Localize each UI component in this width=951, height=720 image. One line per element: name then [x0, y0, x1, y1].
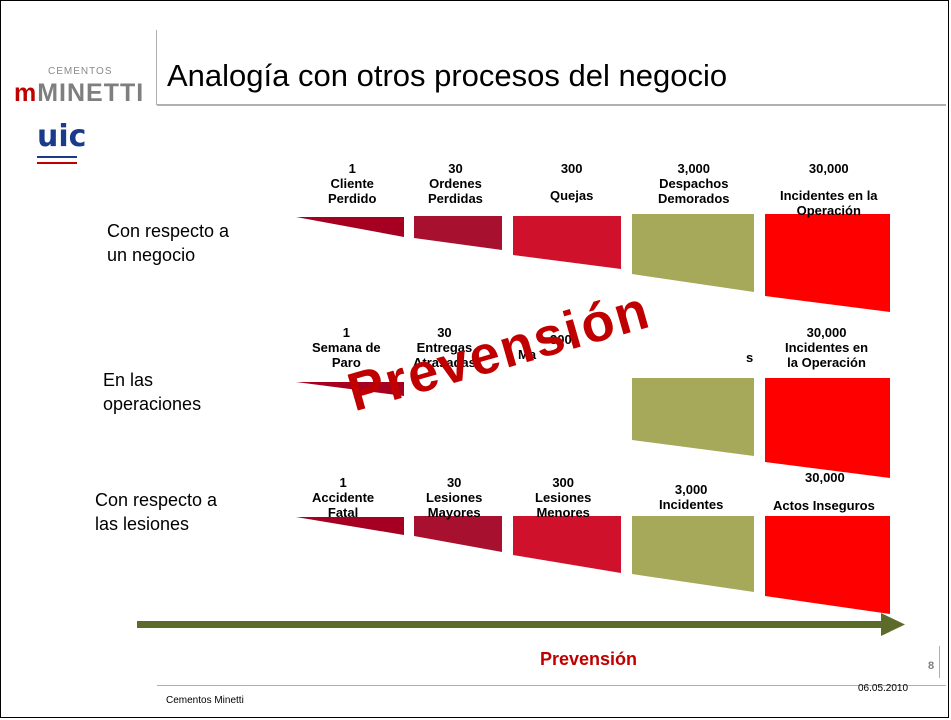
col-label-3-4: 3,000 Incidentes — [659, 482, 723, 512]
col-label-1-3: 300 Quejas — [550, 161, 593, 203]
col-value: 1 — [339, 475, 347, 490]
wedge-1 — [296, 517, 404, 535]
col-value: 30,000 — [808, 161, 849, 176]
col-label-1-5: 30,000 Incidentes en la Operación — [780, 161, 878, 218]
col-text: Menores — [536, 505, 590, 520]
row-label-line: Con respecto a — [95, 490, 218, 510]
col-label-3-2: 30 Lesiones Mayores — [426, 475, 482, 520]
col-label-2-4: s — [746, 350, 753, 365]
col-text: Incidentes — [659, 497, 724, 512]
col-label-2-5: 30,000 Incidentes en la Operación — [785, 325, 868, 370]
row-label-line: operaciones — [103, 394, 202, 414]
col-text: Lesiones — [535, 490, 592, 505]
col-label-1-1: 1 Cliente Perdido — [328, 161, 376, 206]
wedge-5 — [765, 516, 890, 614]
col-label-2-1: 1 Semana de Paro — [312, 325, 381, 370]
col-label-2-3: 300 Ma — [518, 332, 572, 362]
col-text: Perdidas — [428, 191, 483, 206]
title-rule — [157, 104, 946, 106]
col-text: Actos Inseguros — [773, 498, 875, 513]
col-text: Cliente — [330, 176, 374, 191]
page-number: 8 — [928, 660, 935, 672]
col-label-1-2: 30 Ordenes Perdidas — [428, 161, 483, 206]
row-label-negocio: Con respecto a un negocio — [107, 219, 229, 267]
col-value: 300 — [550, 332, 572, 347]
col-label-2-2: 30 Entregas Atrasadas — [413, 325, 476, 370]
footer-date: 06.05.2010 — [858, 683, 909, 694]
footer-company: Cementos Minetti — [166, 695, 244, 706]
wedge-4 — [632, 214, 754, 292]
col-text: Lesiones — [426, 490, 483, 505]
logo-minetti: mMINETTI — [14, 79, 144, 108]
row-label-line: un negocio — [107, 245, 196, 265]
col-text: Incidentes en la — [780, 188, 878, 203]
col-text: Fatal — [327, 505, 359, 520]
uic-logo-text: uic — [37, 122, 86, 154]
col-label-3-3: 300 Lesiones Menores — [535, 475, 591, 520]
col-text: Ma — [518, 347, 537, 362]
wedge-1 — [296, 217, 404, 237]
logo-minetti-mark: m — [14, 79, 38, 107]
wedge-2 — [414, 516, 502, 552]
col-text: Semana de — [312, 340, 381, 355]
col-value: 30 — [437, 325, 452, 340]
wedge-3 — [513, 216, 621, 269]
wedge-5 — [765, 378, 890, 478]
col-value: 3,000 — [677, 161, 711, 176]
col-value: 300 — [560, 161, 583, 176]
col-text: Ordenes — [429, 176, 482, 191]
col-value: 30 — [446, 475, 462, 490]
col-text: Paro — [331, 355, 361, 370]
wedge-1 — [296, 382, 404, 396]
row-label-line: las lesiones — [95, 514, 190, 534]
col-text: Quejas — [550, 188, 594, 203]
header-divider — [156, 30, 157, 105]
wedge-row-negocio — [296, 214, 890, 312]
col-text: Accidente — [312, 490, 375, 505]
wedge-4 — [632, 516, 754, 592]
prevention-arrow — [137, 613, 905, 636]
wedge-3 — [513, 516, 621, 573]
logo-cementos-text: CEMENTOS — [48, 66, 113, 77]
wedge-2 — [414, 216, 502, 250]
col-text: Despachos — [659, 176, 729, 191]
col-value: 1 — [348, 161, 356, 176]
col-text: Incidentes en — [785, 340, 869, 355]
row-label-lesiones: Con respecto a las lesiones — [95, 488, 217, 536]
col-text: Perdido — [328, 191, 377, 206]
col-text: Entregas — [416, 340, 473, 355]
col-value: 30,000 — [805, 470, 845, 485]
logo-minetti-text: MINETTI — [37, 79, 145, 107]
col-text: la Operación — [787, 355, 866, 370]
page-title: Analogía con otros procesos del negocio — [167, 58, 728, 93]
uic-logo: uic — [37, 122, 86, 164]
wedge-row-operaciones — [296, 378, 890, 478]
col-label-3-5: 30,000 Actos Inseguros — [773, 470, 875, 513]
col-text: s — [746, 350, 754, 365]
wedge-row-lesiones — [296, 516, 890, 614]
col-text: Demorados — [658, 191, 730, 206]
wedge-5 — [765, 214, 890, 312]
row-label-line: En las — [103, 370, 154, 390]
row-label-line: Con respecto a — [107, 221, 230, 241]
arrow-label: Prevensión — [540, 649, 638, 669]
col-value: 3,000 — [674, 482, 708, 497]
col-text: Atrasadas — [413, 355, 476, 370]
col-value: 1 — [342, 325, 350, 340]
page-number-bar — [939, 646, 940, 678]
col-value: 300 — [552, 475, 575, 490]
wedge-4 — [632, 378, 754, 456]
footer-rule — [157, 685, 946, 686]
row-label-operaciones: En las operaciones — [103, 368, 201, 416]
col-label-3-1: 1 Accidente Fatal — [312, 475, 374, 520]
col-value: 30,000 — [806, 325, 847, 340]
col-text: Mayores — [427, 505, 481, 520]
col-text: Operación — [796, 203, 861, 218]
col-value: 30 — [448, 161, 463, 176]
col-label-1-4: 3,000 Despachos Demorados — [658, 161, 730, 206]
